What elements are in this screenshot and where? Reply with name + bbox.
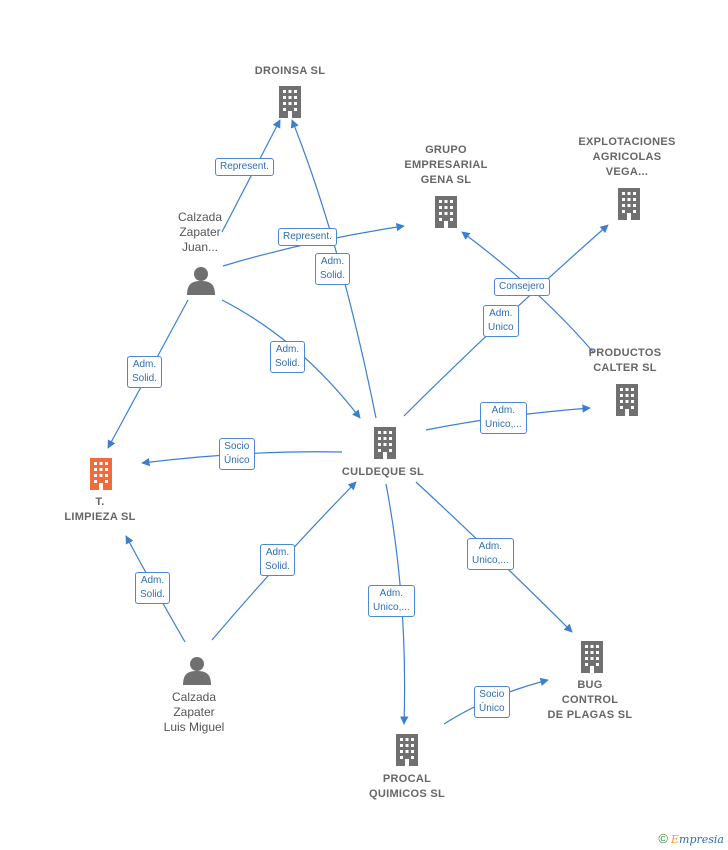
brand-name: mpresia: [679, 833, 724, 846]
node-label-procal[interactable]: PROCAL QUIMICOS SL: [368, 773, 446, 800]
node-label-bug[interactable]: BUG CONTROL DE PLAGAS SL: [547, 679, 633, 721]
building-icon[interactable]: [581, 641, 603, 673]
edge-label-adm-unico: Adm. Unico,...: [368, 585, 415, 617]
edge-label-adm-solid: Adm. Solid.: [127, 356, 163, 388]
node-label-productos[interactable]: PRODUCTOS CALTER SL: [588, 347, 662, 374]
node-label-limpieza[interactable]: T. LIMPIEZA SL: [64, 496, 136, 523]
edge-label-represent: Represent.: [278, 228, 337, 246]
edge-label-represent: Represent.: [215, 158, 274, 176]
edge-label-consejero: Consejero: [494, 278, 550, 296]
edge-label-adm-unico: Adm. Unico,...: [480, 402, 527, 434]
edge-label-adm-unico: Adm. Unico: [483, 305, 519, 337]
building-icon[interactable]: [279, 86, 301, 118]
person-icon[interactable]: [183, 657, 211, 685]
copyright-icon: ©: [658, 831, 668, 846]
node-label-grupo[interactable]: GRUPO EMPRESARIAL GENA SL: [404, 144, 488, 186]
footer-logo: ©Empresia: [658, 831, 724, 846]
building-icon[interactable]: [435, 196, 457, 228]
building-icon[interactable]: [374, 427, 396, 459]
building-icon[interactable]: [616, 384, 638, 416]
brand-first-letter: E: [671, 833, 680, 846]
edge-label-adm-solid: Adm. Solid.: [135, 572, 171, 604]
node-label-culdeque[interactable]: CULDEQUE SL: [341, 466, 425, 478]
edge-label-socio-unico: Socio Único: [474, 686, 510, 718]
person-label-juan[interactable]: Calzada Zapater Juan...: [177, 210, 223, 254]
building-icon[interactable]: [396, 734, 418, 766]
building-icon[interactable]: [618, 188, 640, 220]
edge-label-socio-unico: Socio Único: [219, 438, 255, 470]
person-label-luis[interactable]: Calzada Zapater Luis Miguel: [163, 690, 225, 734]
building-icon[interactable]: [90, 458, 112, 490]
edge-juan-droinsa: [221, 119, 281, 233]
node-label-explotaciones[interactable]: EXPLOTACIONES AGRICOLAS VEGA...: [578, 136, 676, 178]
edge-label-adm-solid: Adm. Solid.: [270, 341, 306, 373]
node-label-droinsa[interactable]: DROINSA SL: [254, 65, 326, 77]
person-icon[interactable]: [187, 267, 215, 295]
edge-label-adm-solid: Adm. Solid.: [260, 544, 296, 576]
edge-label-adm-solid: Adm. Solid.: [315, 253, 351, 285]
edge-label-adm-unico: Adm. Unico,...: [467, 538, 514, 570]
